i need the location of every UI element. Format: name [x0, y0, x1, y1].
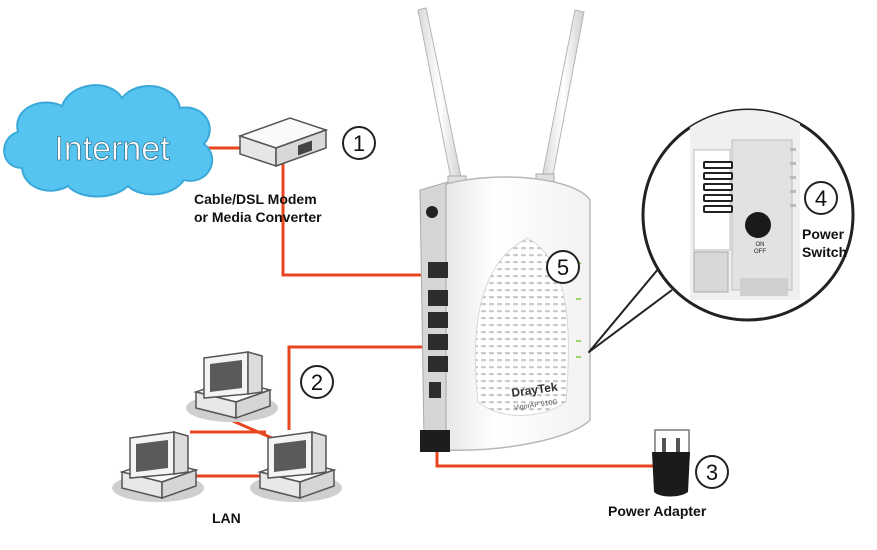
lan-computer-right [250, 432, 342, 502]
power-switch-label-line2: Switch [802, 244, 847, 260]
modem-label-line2: or Media Converter [194, 209, 322, 225]
modem-device [240, 118, 326, 166]
power-switch-off-label: OFF [754, 249, 766, 255]
step-number-5: 5 [557, 255, 569, 280]
antenna-left [418, 8, 462, 184]
step-number-1: 1 [353, 131, 365, 156]
zoom-detail [690, 110, 800, 300]
lan-label: LAN [212, 510, 241, 526]
power-adapter-device [652, 430, 690, 497]
internet-label: Internet [54, 130, 170, 168]
power-adapter-label: Power Adapter [608, 503, 707, 519]
step-number-4: 4 [815, 186, 827, 211]
antenna-right [542, 10, 584, 180]
modem-label-line1: Cable/DSL Modem [194, 191, 317, 207]
step-number-2: 2 [311, 370, 323, 395]
lan-computer-left [112, 432, 204, 502]
zoom-callout-pointer [589, 262, 672, 352]
lan-computer-top [186, 352, 278, 422]
power-switch-button [745, 212, 771, 238]
step-number-3: 3 [706, 460, 718, 485]
router-device [418, 8, 590, 452]
power-switch-on-label: ON [756, 242, 765, 248]
power-switch-label-line1: Power [802, 226, 845, 242]
